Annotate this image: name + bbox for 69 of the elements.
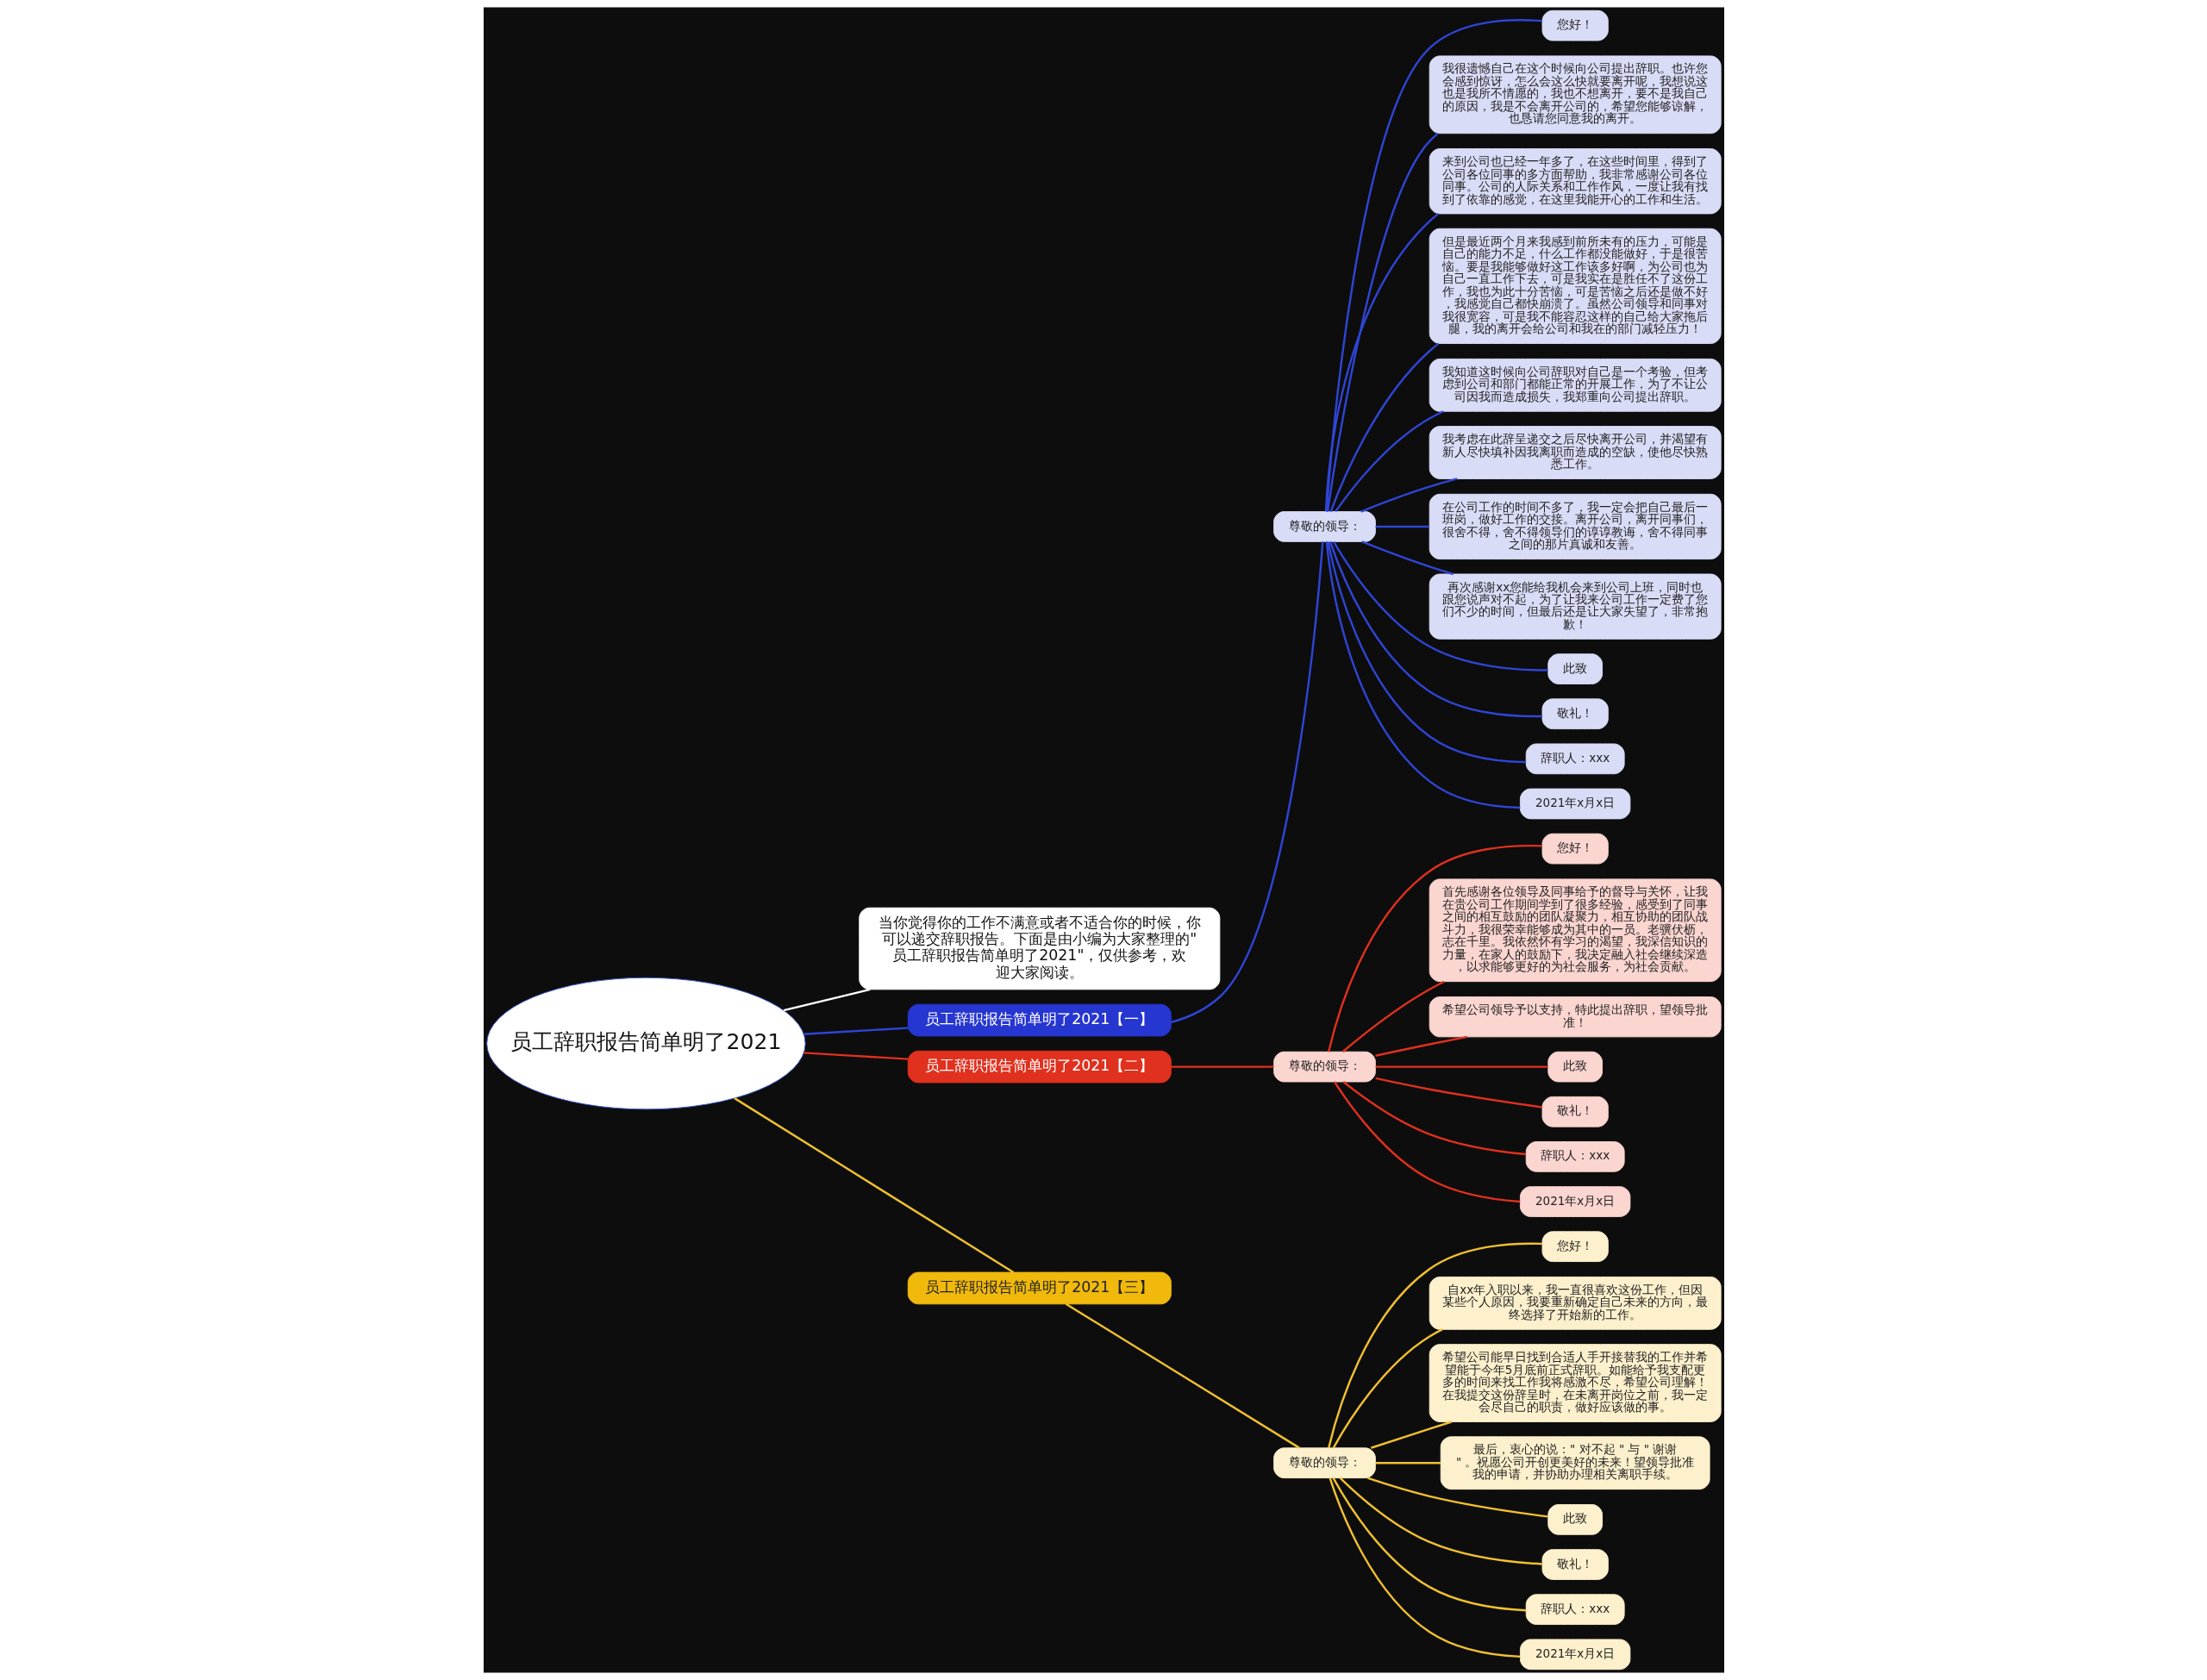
connector bbox=[1334, 410, 1444, 512]
connector bbox=[1065, 1302, 1300, 1449]
connector bbox=[1332, 1328, 1442, 1449]
connector bbox=[1366, 1477, 1548, 1518]
node-box: 最后，衷心的说：" 对不起 " 与 " 谢谢 " 。祝愿公司开创更美好的未来！望领导批准我的申请，并协助办理相关离职手续。 bbox=[1440, 1436, 1710, 1490]
connector bbox=[1326, 132, 1439, 512]
connector bbox=[1374, 1077, 1542, 1109]
node-box: 尊敬的领导： bbox=[1272, 1447, 1376, 1479]
connector bbox=[1324, 213, 1439, 512]
connector bbox=[1341, 1081, 1526, 1156]
connector bbox=[1360, 540, 1454, 576]
connector bbox=[1339, 1477, 1542, 1565]
connector bbox=[1375, 1462, 1441, 1465]
node-box: 此致 bbox=[1547, 653, 1603, 684]
node-box: 敬礼！ bbox=[1541, 698, 1609, 730]
node-box: 敬礼！ bbox=[1541, 1096, 1609, 1127]
node-box: 2021年x月x日 bbox=[1519, 1186, 1630, 1217]
node-box: 希望公司领导予以支持，特此提出辞职，望领导批准！ bbox=[1429, 996, 1722, 1038]
node-box: 尊敬的领导： bbox=[1272, 511, 1376, 542]
connector bbox=[1327, 844, 1542, 1052]
node-box: 首先感谢各位领导及同事给予的督导与关怀，让我在贵公司工作期间学到了很多经验，感受到了同事之间的相互鼓励的团队凝聚力，相互协助的团队战斗力，我很荣幸能够成为其中的一员。老骥伏枥，志在千里。我依然怀有学习的渴望，我深信知识的力量，在家人的鼓励下，我决定融入社会继续深造，以求能够更好的为社会服务，为社会贡献。 bbox=[1429, 878, 1722, 983]
connector bbox=[1333, 1081, 1520, 1203]
node-box: 自xx年入职以来，我一直很喜欢这份工作，但因某些个人原因，我要重新确定自己未来的方向，最终选择了开始新的工作。 bbox=[1429, 1276, 1722, 1330]
connector bbox=[1325, 19, 1542, 512]
node-box: 员工辞职报告简单明了2021【二】 bbox=[907, 1050, 1172, 1084]
connector bbox=[1329, 541, 1542, 718]
connector bbox=[1325, 541, 1520, 809]
node-box: 辞职人：xxx bbox=[1525, 743, 1625, 775]
node-box: 敬礼！ bbox=[1541, 1549, 1609, 1580]
connector bbox=[1341, 980, 1445, 1052]
connector bbox=[783, 988, 871, 1012]
connector bbox=[803, 1052, 908, 1060]
connector bbox=[1375, 1065, 1548, 1068]
node-box: 尊敬的领导： bbox=[1272, 1051, 1376, 1083]
node-box: 辞职人：xxx bbox=[1525, 1141, 1625, 1172]
connector bbox=[1327, 1242, 1542, 1448]
connector bbox=[1331, 1477, 1526, 1612]
node-box: 2021年x月x日 bbox=[1519, 1639, 1630, 1671]
connector bbox=[1171, 1065, 1273, 1068]
connector bbox=[1370, 1421, 1452, 1449]
node-box: 再次感谢xx您能给我机会来到公司上班，同时也跟您说声对不起，为了让我来公司工作一定费了您们不少的时间，但最后还是让大家失望了，非常抱歉！ bbox=[1429, 573, 1722, 640]
connector bbox=[1329, 1477, 1520, 1658]
node-box: 您好！ bbox=[1541, 1231, 1609, 1263]
connector bbox=[803, 1027, 908, 1035]
node-box: 2021年x月x日 bbox=[1519, 788, 1630, 820]
connector bbox=[1360, 478, 1457, 513]
node-box: 我很遗憾自己在这个时候向公司提出辞职。也许您会感到惊讶，怎么会这么快就要离开呢，我想说这也是我所不情愿的，我也不想离开，要不是我自己的原因，我是不会离开公司的，希望您能够谅解，也恳请您同意我的离开。 bbox=[1429, 55, 1722, 134]
node-box: 此致 bbox=[1547, 1504, 1603, 1535]
connector bbox=[1332, 540, 1548, 671]
connector bbox=[1170, 541, 1324, 1024]
node-box: 希望公司能早日找到合适人手开接替我的工作并希望能于今年5月底前正式辞职。如能给予我支配更多的时间来找工作我将感激不尽，希望公司理解！在我提交这份辞呈时，在未离开岗位之前，我一定会尽自己的职责，做好应该做的事。 bbox=[1429, 1344, 1722, 1422]
node-box: 员工辞职报告简单明了2021【三】 bbox=[907, 1271, 1172, 1305]
node-box: 我知道这时候向公司辞职对自己是一个考验，但考虑到公司和部门都能正常的开展工作，为了不让公司因我而造成损失，我郑重向公司提出辞职。 bbox=[1429, 358, 1722, 412]
node-box: 来到公司也已经一年多了，在这些时间里，得到了公司各位同事的多方面帮助，我非常感谢公司各位同事。公司的人际关系和工作作风，一度让我有找到了依靠的感觉，在这里我能开心的工作和生活。 bbox=[1429, 148, 1722, 215]
node-box: 员工辞职报告简单明了2021【一】 bbox=[907, 1003, 1172, 1037]
connector bbox=[733, 1097, 1014, 1274]
node-box: 此致 bbox=[1547, 1051, 1603, 1083]
node-box: 辞职人：xxx bbox=[1525, 1594, 1625, 1626]
node-box: 我考虑在此辞呈递交之后尽快离开公司，并渴望有新人尽快填补因我离职而造成的空缺，使他尽快熟悉工作。 bbox=[1429, 426, 1722, 479]
connector bbox=[1329, 342, 1439, 512]
node-ellipse: 员工辞职报告简单明了2021 bbox=[485, 977, 806, 1110]
node-box: 在公司工作的时间不多了，我一定会把自己最后一班岗，做好工作的交接。离开公司，离开同事们，很舍不得，舍不得领导们的谆谆教诲，舍不得同事之间的那片真诚和友善。 bbox=[1429, 493, 1722, 560]
connector bbox=[1326, 541, 1526, 764]
node-box: 您好！ bbox=[1541, 9, 1609, 41]
node-box: 但是最近两个月来我感到前所未有的压力，可能是自己的能力不足，什么工作都没能做好，于是很苦恼。要是我能够做好这工作该多好啊，为公司也为自己一直工作下去，可是我实在是胜任不了这份工作，我也为此十分苦恼，可是苦恼之后还是做不好，我感觉自己都快崩溃了。虽然公司领导和同事对我很宽容，可是我不能容忍这样的自己给大家拖后腿，我的离开会给公司和我在的部门减轻压力！ bbox=[1429, 228, 1722, 345]
node-box: 您好！ bbox=[1541, 833, 1609, 865]
node-box: 当你觉得你的工作不满意或者不适合你的时候，你可以递交辞职报告。下面是由小编为大家整理的"员工辞职报告简单明了2021"，仅供参考，欢迎大家阅读。 bbox=[858, 907, 1220, 990]
connector bbox=[1375, 525, 1429, 528]
connector bbox=[1374, 1035, 1467, 1057]
